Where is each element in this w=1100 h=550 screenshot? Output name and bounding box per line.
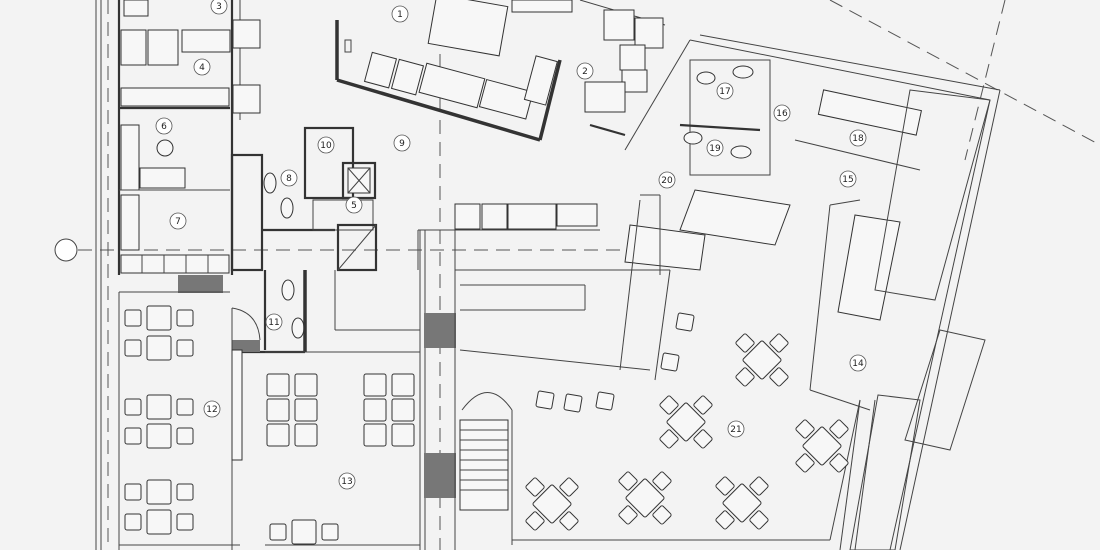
room-number-20: 20 bbox=[658, 171, 676, 189]
svg-text:6: 6 bbox=[161, 122, 167, 132]
svg-text:11: 11 bbox=[268, 318, 279, 328]
svg-text:4: 4 bbox=[199, 63, 205, 73]
dining-table-21-2 bbox=[795, 419, 849, 473]
dining-table-12-4 bbox=[124, 479, 194, 505]
room-number-12: 12 bbox=[203, 400, 221, 418]
upper-right-walls bbox=[579, 0, 1001, 550]
room-number-11: 11 bbox=[265, 313, 283, 331]
dining-table-12-5 bbox=[124, 509, 194, 535]
chair-0 bbox=[535, 390, 555, 410]
room-number-17: 17 bbox=[716, 82, 734, 100]
dining-table-21-0 bbox=[735, 333, 789, 387]
room-number-21: 21 bbox=[727, 420, 745, 438]
svg-text:8: 8 bbox=[286, 174, 292, 184]
axis-line bbox=[54, 238, 640, 262]
dining-room-21 bbox=[455, 194, 861, 545]
room-number-18: 18 bbox=[849, 129, 867, 147]
table-13-10 bbox=[363, 423, 387, 447]
svg-text:2: 2 bbox=[582, 67, 588, 77]
room-number-3: 3 bbox=[210, 0, 228, 15]
dining-table-13-bottom bbox=[269, 519, 339, 545]
svg-text:5: 5 bbox=[351, 201, 357, 211]
table-13-3 bbox=[294, 398, 318, 422]
dining-table-12-3 bbox=[124, 423, 194, 449]
furniture-layer bbox=[124, 305, 849, 545]
svg-text:7: 7 bbox=[175, 217, 181, 227]
chair-3 bbox=[675, 312, 695, 332]
svg-text:20: 20 bbox=[661, 176, 673, 186]
kitchen-walls bbox=[335, 0, 600, 270]
table-13-11 bbox=[391, 423, 415, 447]
room-number-14: 14 bbox=[849, 354, 867, 372]
room-number-1: 1 bbox=[391, 5, 409, 23]
left-wing-walls bbox=[95, 0, 261, 550]
svg-text:1: 1 bbox=[397, 10, 403, 20]
room-number-19: 19 bbox=[706, 139, 724, 157]
central-core bbox=[230, 126, 378, 354]
chair-2 bbox=[595, 391, 615, 411]
svg-text:15: 15 bbox=[842, 175, 853, 185]
table-13-6 bbox=[363, 373, 387, 397]
svg-text:14: 14 bbox=[852, 359, 864, 369]
dining-table-21-5 bbox=[715, 476, 769, 530]
room-number-13: 13 bbox=[338, 472, 356, 490]
svg-text:17: 17 bbox=[719, 87, 730, 97]
room-number-15: 15 bbox=[839, 170, 857, 188]
dining-room-13 bbox=[265, 230, 456, 550]
table-13-4 bbox=[266, 423, 290, 447]
room-number-8: 8 bbox=[280, 169, 298, 187]
dining-table-12-2 bbox=[124, 394, 194, 420]
svg-text:9: 9 bbox=[399, 139, 405, 149]
svg-text:19: 19 bbox=[709, 144, 721, 154]
svg-text:10: 10 bbox=[320, 141, 332, 151]
right-outer-walls bbox=[839, 89, 991, 550]
dining-table-21-1 bbox=[659, 395, 713, 449]
room-number-2: 2 bbox=[576, 62, 594, 80]
dining-table-12-1 bbox=[124, 335, 194, 361]
room-number-10: 10 bbox=[317, 136, 335, 154]
table-13-0 bbox=[266, 373, 290, 397]
svg-text:13: 13 bbox=[341, 477, 352, 487]
dining-table-21-3 bbox=[525, 477, 579, 531]
dining-room-12 bbox=[118, 291, 261, 550]
chair-4 bbox=[660, 352, 680, 372]
table-13-7 bbox=[391, 373, 415, 397]
table-13-9 bbox=[391, 398, 415, 422]
svg-text:16: 16 bbox=[776, 109, 788, 119]
svg-text:3: 3 bbox=[216, 2, 222, 12]
svg-text:12: 12 bbox=[206, 405, 217, 415]
room-number-6: 6 bbox=[155, 117, 173, 135]
room-number-7: 7 bbox=[169, 212, 187, 230]
table-13-1 bbox=[294, 373, 318, 397]
stairs-upper bbox=[624, 189, 901, 321]
svg-text:21: 21 bbox=[730, 425, 741, 435]
room-number-9: 9 bbox=[393, 134, 411, 152]
table-13-2 bbox=[266, 398, 290, 422]
table-13-5 bbox=[294, 423, 318, 447]
dining-table-21-4 bbox=[618, 471, 672, 525]
room-number-5: 5 bbox=[345, 196, 363, 214]
table-13-8 bbox=[363, 398, 387, 422]
svg-text:18: 18 bbox=[852, 134, 864, 144]
chair-1 bbox=[563, 393, 583, 413]
dining-table-12-0 bbox=[124, 305, 194, 331]
room-number-4: 4 bbox=[193, 58, 211, 76]
room-number-16: 16 bbox=[773, 104, 791, 122]
